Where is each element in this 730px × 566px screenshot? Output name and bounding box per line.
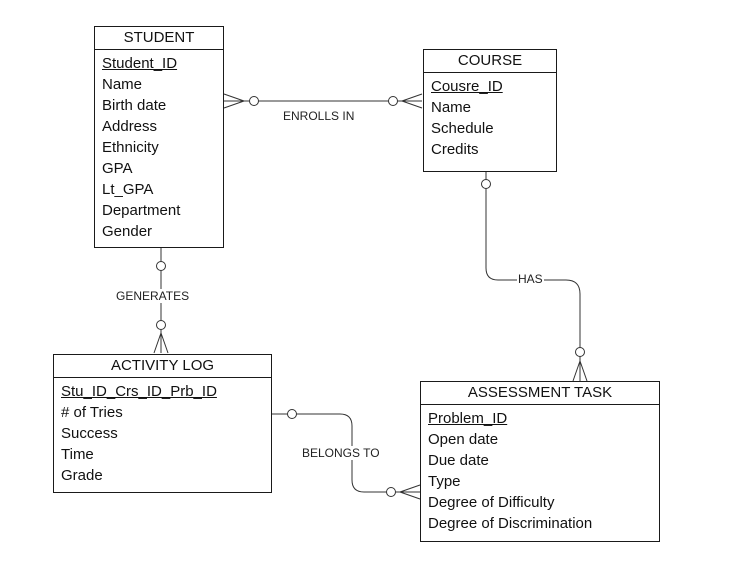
attribute: GPA — [102, 160, 133, 177]
attribute: Name — [431, 99, 472, 116]
primary-key-attribute: Cousre_ID — [431, 78, 503, 95]
attribute: Success — [61, 425, 118, 442]
attribute: Due date — [428, 452, 489, 469]
entity-title: ACTIVITY LOG — [54, 355, 271, 378]
attribute: Department — [102, 202, 181, 219]
entity-course: COURSE Cousre_ID Name Schedule Credits — [423, 49, 557, 172]
relationship-label-belongs-to: BELONGS TO — [301, 446, 381, 460]
attribute: Address — [102, 118, 158, 135]
attribute: Ethnicity — [102, 139, 159, 156]
relationship-label-generates: GENERATES — [115, 289, 191, 303]
enrolls-in-connector — [223, 93, 423, 109]
entity-title: ASSESSMENT TASK — [421, 382, 659, 405]
attribute: Credits — [431, 141, 479, 158]
relationship-label-enrolls-in: ENROLLS IN — [282, 109, 356, 123]
entity-student: STUDENT Student_ID Name Birth date Addre… — [94, 26, 224, 248]
attribute: # of Tries — [61, 404, 123, 421]
relationship-label-has: HAS — [517, 272, 544, 286]
entity-title: COURSE — [424, 50, 556, 73]
attribute: Open date — [428, 431, 499, 448]
attribute: Name — [102, 76, 143, 93]
attribute: Grade — [61, 467, 103, 484]
attribute: Lt_GPA — [102, 181, 154, 198]
attribute: Gender — [102, 223, 153, 240]
attribute: Degree of Discrimination — [428, 515, 593, 532]
primary-key-attribute: Stu_ID_Crs_ID_Prb_ID — [61, 383, 217, 400]
attribute: Degree of Difficulty — [428, 494, 555, 511]
attribute: Schedule — [431, 120, 494, 137]
primary-key-attribute: Student_ID — [102, 55, 178, 72]
entity-title: STUDENT — [95, 27, 223, 50]
primary-key-attribute: Problem_ID — [428, 410, 508, 427]
attribute: Time — [61, 446, 94, 463]
attribute: Birth date — [102, 97, 167, 114]
entity-assessment-task: ASSESSMENT TASK Problem_ID Open date Due… — [420, 381, 660, 542]
attribute: Type — [428, 473, 461, 490]
entity-activity-log: ACTIVITY LOG Stu_ID_Crs_ID_Prb_ID # of T… — [53, 354, 272, 493]
